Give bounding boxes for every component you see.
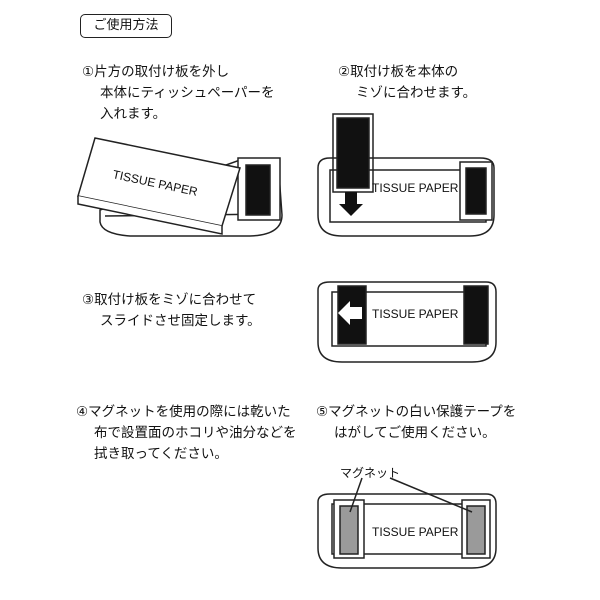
step-2-line-1: ②取付け板を本体の (338, 64, 459, 80)
tissue-label-2: TISSUE PAPER (372, 181, 459, 195)
fixed-plate (465, 167, 487, 215)
step-5-line-2: はがしてご使用ください。 (334, 425, 496, 441)
step-1-line-3: 入れます。 (100, 106, 167, 122)
step-4-line-3: 拭き取ってください。 (94, 446, 228, 462)
down-arrow-icon (339, 192, 363, 216)
step-1-line-1: ①片方の取付け板を外し (82, 64, 230, 80)
step-5-line-1: ⑤マグネットの白い保護テープを (316, 404, 517, 420)
left-arrow-icon (338, 301, 362, 325)
illustration-step-1: TISSUE PAPER (77, 137, 283, 237)
magnet-label: マグネット (340, 466, 401, 480)
step-4-line-2: 布で設置面のホコリや油分などを (94, 425, 297, 441)
step-3-line-1: ③取付け板をミゾに合わせて (82, 292, 257, 308)
tray-inner (331, 291, 487, 347)
tissue-label-5: TISSUE PAPER (372, 525, 459, 539)
step-2-line-2: ミゾに合わせます。 (356, 85, 477, 101)
step-4-text: ④マグネットを使用の際には乾いた 布で設置面のホコリや油分などを 拭き取ってくだ… (76, 402, 297, 465)
step-5-text: ⑤マグネットの白い保護テープを はがしてご使用ください。 (316, 402, 516, 444)
mounting-plate (245, 164, 271, 216)
step-3-text: ③取付け板をミゾに合わせて スライドさせ固定します。 (82, 290, 261, 332)
removable-plate (336, 117, 370, 189)
left-magnet (339, 505, 359, 555)
magnet-pointer-right (389, 477, 473, 513)
usage-title: ご使用方法 (80, 14, 172, 38)
step-2-text: ②取付け板を本体の ミゾに合わせます。 (338, 62, 476, 104)
step-1-line-2: 本体にティッシュペーパーを (100, 85, 275, 101)
right-plate (463, 285, 489, 345)
illustration-step-2: TISSUE PAPER (317, 113, 495, 237)
magnet-pointer-left (349, 477, 363, 513)
right-magnet (466, 505, 486, 555)
illustration-step-5: TISSUE PAPER (317, 477, 497, 569)
step-1-text: ①片方の取付け板を外し 本体にティッシュペーパーを 入れます。 (82, 62, 275, 125)
tissue-paper-sheet: TISSUE PAPER (77, 137, 241, 235)
illustration-step-3: TISSUE PAPER (317, 281, 497, 363)
step-3-line-2: スライドさせ固定します。 (100, 313, 261, 329)
tissue-label-3: TISSUE PAPER (372, 307, 459, 321)
step-4-line-1: ④マグネットを使用の際には乾いた (76, 404, 291, 420)
